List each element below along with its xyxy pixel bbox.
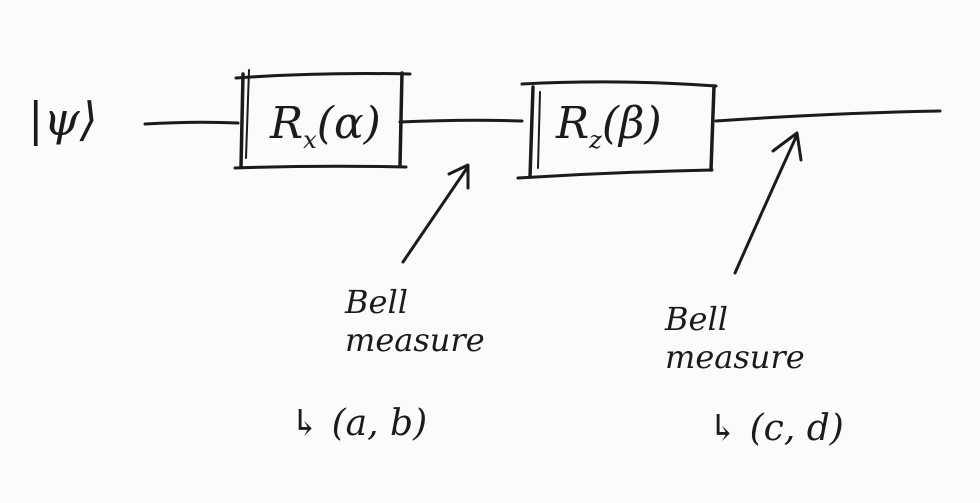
measurement-result-1: ↳ (a, b) bbox=[290, 403, 427, 444]
measurement-title: Bell bbox=[665, 300, 728, 338]
measurement-subtitle: measure bbox=[345, 321, 485, 359]
gate-label-rx: Rx(α) bbox=[270, 98, 381, 154]
result-arrow-icon: ↳ bbox=[290, 403, 321, 444]
wire-middle bbox=[398, 118, 524, 124]
wire-input bbox=[143, 120, 240, 126]
input-state-label: |ψ⟩ bbox=[28, 92, 98, 146]
wire-output bbox=[714, 109, 942, 123]
measurement-subtitle: measure bbox=[665, 338, 805, 376]
gate-name: R bbox=[270, 98, 304, 149]
gate-argument: (α) bbox=[316, 98, 381, 149]
result-value: (a, b) bbox=[331, 403, 428, 444]
result-arrow-icon: ↳ bbox=[708, 408, 739, 449]
gate-subscript: z bbox=[589, 125, 602, 154]
gate-name: R bbox=[556, 98, 590, 149]
measurement-note-1: Bell measure bbox=[345, 283, 485, 359]
measurement-title: Bell bbox=[345, 283, 408, 321]
measurement-result-2: ↳ (c, d) bbox=[708, 408, 844, 449]
gate-box-rz bbox=[516, 80, 718, 180]
gate-label-rz: Rz(β) bbox=[556, 98, 662, 154]
arrow-measure-2 bbox=[733, 131, 803, 275]
gate-subscript: x bbox=[303, 125, 317, 154]
gate-argument: (β) bbox=[601, 98, 662, 149]
arrow-measure-1 bbox=[401, 163, 470, 264]
gate-box-rx bbox=[233, 69, 412, 170]
result-value: (c, d) bbox=[749, 408, 844, 449]
measurement-note-2: Bell measure bbox=[665, 300, 805, 376]
